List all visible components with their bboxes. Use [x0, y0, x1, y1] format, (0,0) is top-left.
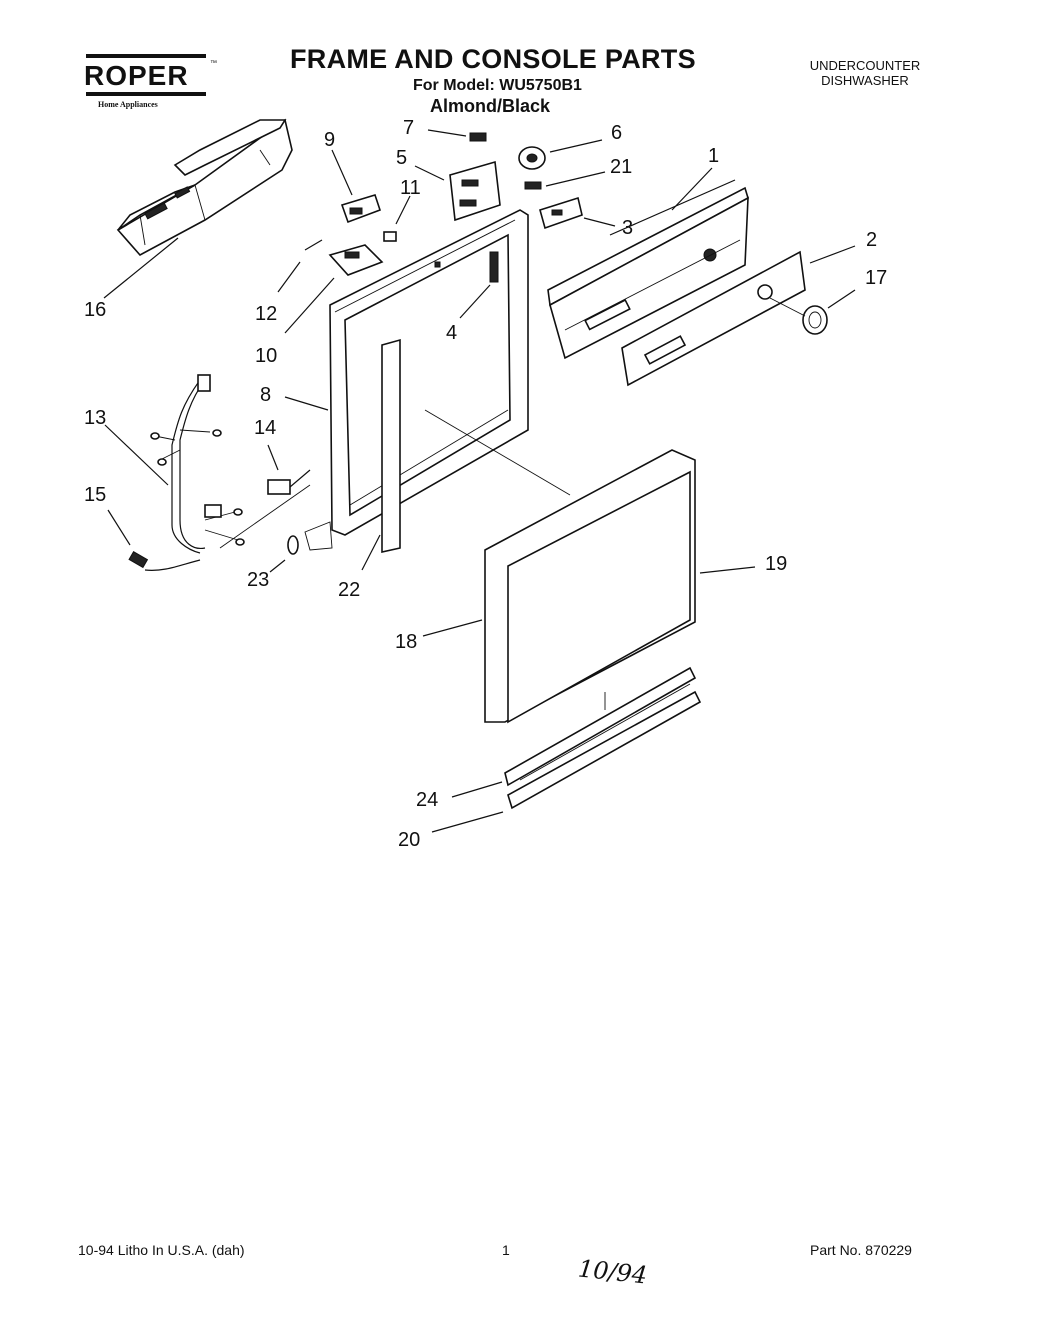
callout-13: 13	[84, 407, 107, 429]
callout-10: 10	[255, 345, 278, 367]
brand-trademark: ™	[210, 60, 217, 67]
part-6-knob	[518, 146, 546, 170]
part-15-screw	[128, 550, 149, 569]
leader-4	[459, 284, 491, 319]
leader-12b	[304, 239, 323, 251]
part-13-harness	[144, 374, 311, 571]
callout-2: 2	[866, 229, 878, 251]
bracket-outline	[304, 521, 333, 551]
callout-6: 6	[611, 122, 623, 144]
model-number: For Model: WU5750B1	[413, 77, 582, 94]
callout-22: 22	[338, 579, 361, 601]
callout-18: 18	[395, 631, 418, 653]
leader-17	[827, 289, 856, 309]
part-10-latch	[328, 244, 384, 276]
part-18-19-door-panels	[484, 449, 696, 724]
callout-15: 15	[84, 484, 107, 506]
callout-20: 20	[398, 829, 421, 851]
callout-1: 1	[708, 145, 720, 167]
guide-line-panel	[424, 409, 571, 496]
brand-name: ROPER	[84, 60, 189, 91]
callout-5: 5	[396, 147, 408, 169]
leader-12	[277, 261, 301, 293]
part-9-bracket	[340, 194, 382, 224]
leader-15	[107, 509, 131, 546]
leader-2	[809, 245, 856, 264]
part-11-clip	[383, 231, 397, 242]
callout-23: 23	[247, 569, 270, 591]
callout-14: 14	[254, 417, 277, 439]
part-17-knob	[802, 305, 828, 335]
guide-line-17	[769, 297, 806, 317]
logo-top-bar	[86, 54, 206, 58]
litho-info: 10-94 Litho In U.S.A. (dah)	[78, 1242, 245, 1258]
leader-22	[361, 534, 381, 571]
brand-logo: ROPER ™ Home Appliances	[82, 54, 222, 112]
part-24-20-trim	[504, 666, 702, 810]
logo-bottom-bar	[86, 92, 206, 96]
part-16-housing	[116, 118, 293, 257]
part-7-screw	[469, 132, 487, 142]
callout-11: 11	[400, 177, 421, 199]
page-title: FRAME AND CONSOLE PARTS	[290, 44, 696, 74]
leader-18	[422, 619, 483, 637]
leader-1	[671, 167, 713, 211]
leader-13	[104, 424, 169, 486]
part-1-console	[547, 179, 749, 360]
leader-21	[545, 171, 606, 187]
leader-14	[267, 444, 279, 471]
page-number: 1	[502, 1242, 510, 1258]
leader-7	[427, 129, 467, 137]
brand-tagline: Home Appliances	[98, 100, 158, 109]
leader-6	[549, 139, 603, 153]
leader-11	[395, 195, 411, 225]
leader-24	[451, 781, 503, 798]
product-type: UNDERCOUNTER DISHWASHER	[790, 58, 940, 88]
product-type-line1: UNDERCOUNTER	[809, 58, 921, 73]
part-21-screw	[524, 181, 542, 190]
callout-21: 21	[610, 156, 633, 178]
callout-7: 7	[403, 117, 415, 139]
callout-3: 3	[622, 217, 634, 239]
leader-8	[284, 396, 329, 411]
callout-12: 12	[255, 303, 278, 325]
leader-16	[103, 237, 179, 299]
callout-4: 4	[446, 322, 458, 344]
leader-9	[331, 149, 353, 196]
callout-24: 24	[416, 789, 439, 811]
part-22-strip	[381, 338, 401, 553]
part-3-bracket	[539, 196, 583, 230]
color-finish: Almond/Black	[430, 96, 551, 116]
part-number: Part No. 870229	[810, 1242, 912, 1258]
callout-17: 17	[865, 267, 888, 289]
leader-23	[269, 559, 286, 573]
callout-9: 9	[324, 129, 336, 151]
part-5-switch	[449, 160, 501, 222]
product-type-line2: DISHWASHER	[821, 73, 909, 88]
callout-16: 16	[84, 299, 107, 321]
leader-10	[284, 277, 335, 334]
leader-5	[414, 165, 445, 181]
part-23-clip	[287, 535, 299, 555]
leader-20	[431, 811, 504, 833]
part-2-panel	[621, 250, 806, 387]
part-14-sensor	[267, 469, 311, 495]
callout-8: 8	[260, 384, 272, 406]
leader-3	[583, 217, 616, 227]
callout-19: 19	[765, 553, 788, 575]
leader-19	[699, 566, 756, 574]
